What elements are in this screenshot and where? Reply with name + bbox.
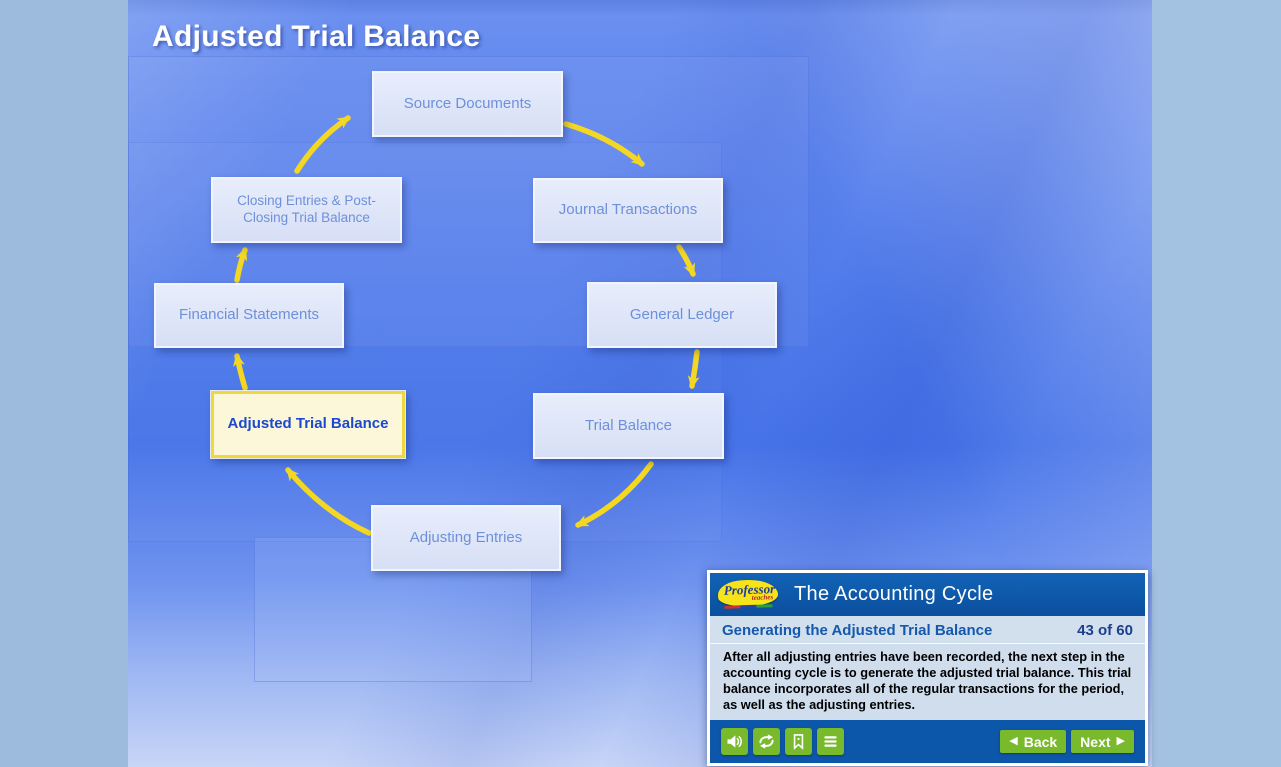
logo-stripes [724,604,773,609]
diagram-node-journal-transactions[interactable]: Journal Transactions [533,178,723,243]
back-button[interactable]: ◀ Back [1000,730,1067,753]
bookmark-icon [788,731,809,752]
course-title: The Accounting Cycle [794,583,994,605]
diagram-node-adjusted-trial-balance[interactable]: Adjusted Trial Balance [210,390,406,459]
node-label: General Ledger [629,305,735,323]
node-label: Adjusted Trial Balance [227,415,389,433]
left-letterbox-bar [0,0,128,767]
logo-text: teaches [751,593,774,602]
diagram-node-general-ledger[interactable]: General Ledger [587,282,777,348]
audio-button[interactable] [721,728,748,755]
audio-icon [724,731,745,752]
diagram-node-trial-balance[interactable]: Trial Balance [533,393,724,459]
repeat-icon [756,731,777,752]
node-label: Journal Transactions [558,201,698,219]
node-label: Financial Statements [178,306,320,324]
professor-teaches-logo: Professor teaches [717,578,780,611]
diagram-node-closing-entries[interactable]: Closing Entries & Post-Closing Trial Bal… [211,177,402,243]
lesson-subheader: Generating the Adjusted Trial Balance 43… [710,616,1145,644]
menu-button[interactable] [817,728,844,755]
page-title: Adjusted Trial Balance [152,20,481,53]
lesson-title: Generating the Adjusted Trial Balance [722,622,993,639]
diagram-node-financial-statements[interactable]: Financial Statements [154,283,344,348]
page-counter: 43 of 60 [1077,622,1133,639]
panel-header: Professor teaches The Accounting Cycle [710,573,1145,616]
lesson-info-panel: Professor teaches The Accounting Cycle G… [707,570,1148,766]
back-button-label: Back [1023,733,1058,750]
diagram-node-adjusting-entries[interactable]: Adjusting Entries [371,505,561,571]
bookmark-button[interactable] [785,728,812,755]
right-letterbox-bar [1152,0,1281,767]
menu-icon [820,731,841,752]
node-label: Adjusting Entries [409,528,523,546]
panel-toolbar: ◀ Back Next ▶ [710,720,1145,763]
replay-button[interactable] [753,728,780,755]
node-label: Trial Balance [585,416,672,434]
next-arrow-icon: ▶ [1116,735,1125,747]
next-button-label: Next [1080,733,1111,750]
next-button[interactable]: Next ▶ [1071,730,1134,753]
node-label: Source Documents [403,94,532,112]
lesson-body-text: After all adjusting entries have been re… [710,644,1145,720]
node-label: Closing Entries & Post-Closing Trial Bal… [237,193,376,225]
back-arrow-icon: ◀ [1009,735,1018,747]
diagram-node-source-documents[interactable]: Source Documents [372,71,563,137]
